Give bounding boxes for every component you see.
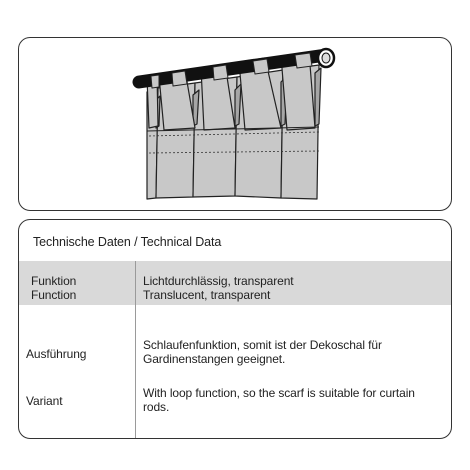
function-value-de: Lichtdurchlässig, transparent [143,274,294,288]
technical-data-table: Technische Daten / Technical Data Funkti… [18,219,452,439]
execution-value-cell: Schlaufenfunktion, somit ist der Dekosch… [143,338,443,366]
function-label-de: Funktion [31,274,77,288]
variant-value-line1: With loop function, so the scarf is suit… [143,386,415,400]
execution-value-line2: Gardinenstangen geeignet. [143,352,286,366]
variant-value-line2: rods. [143,400,170,414]
header-band-edges [146,126,320,132]
function-label-en: Function [31,288,77,302]
function-row-background [19,261,451,305]
variant-label: Variant [26,394,63,408]
function-label-cell: Funktion Function [31,274,76,302]
loop-front-bands [150,52,313,89]
curtain-rod [132,47,336,89]
execution-value-line1: Schlaufenfunktion, somit ist der Dekosch… [143,338,382,352]
table-title: Technische Daten / Technical Data [33,235,222,249]
curtain-illustration-panel [18,37,452,211]
variant-value-cell: With loop function, so the scarf is suit… [143,386,443,414]
function-value-cell: Lichtdurchlässig, transparent Translucen… [143,274,294,302]
stitch-lines [148,131,320,154]
loop-curtain-illustration [132,47,336,200]
execution-label: Ausführung [26,347,87,361]
function-value-en: Translucent, transparent [143,288,271,302]
column-divider [135,261,136,438]
